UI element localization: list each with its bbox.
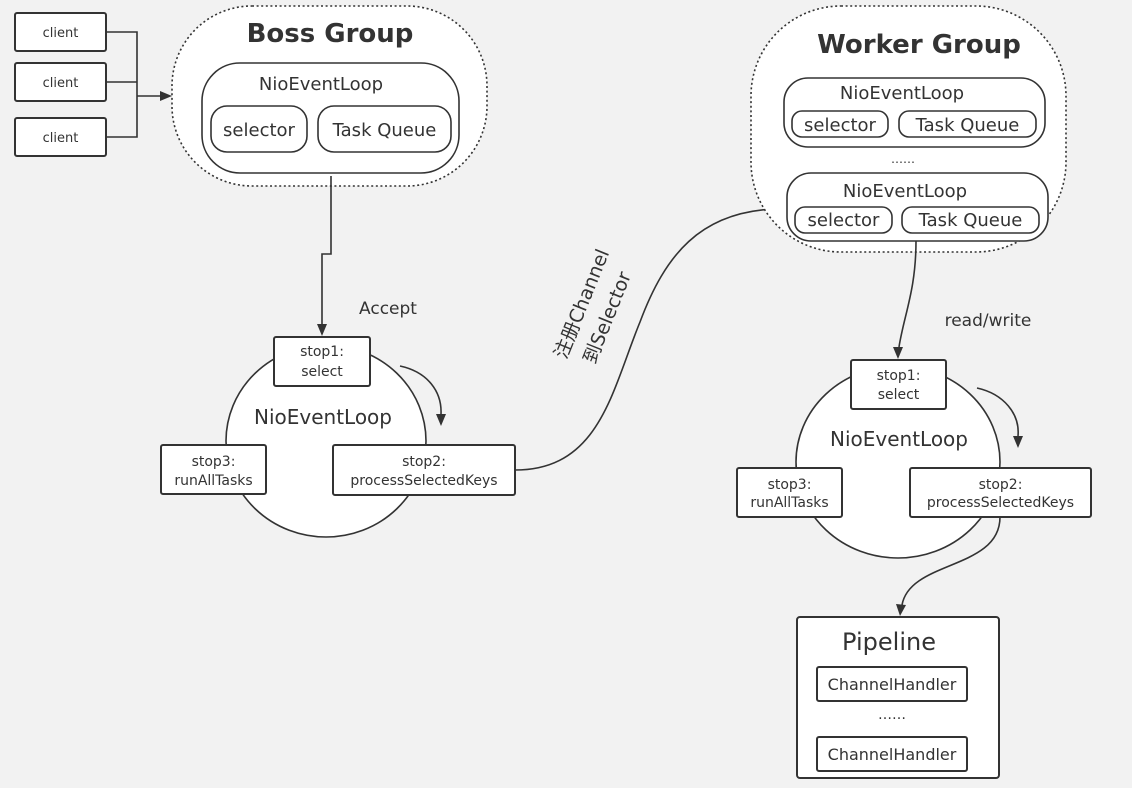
nioeventloop-label: NioEventLoop: [840, 83, 964, 104]
worker-group-title: Worker Group: [817, 30, 1021, 60]
selector-label: selector: [223, 120, 295, 141]
task-queue-label: Task Queue: [915, 115, 1020, 136]
step2-action: processSelectedKeys: [927, 495, 1074, 511]
step1-action: select: [878, 387, 920, 403]
step3-title: stop3:: [192, 454, 236, 470]
step2-title: stop2:: [402, 454, 446, 470]
worker-nioeventloop: NioEventLoop selector Task Queue: [786, 172, 1049, 242]
worker-group: Worker Group NioEventLoop selector Task …: [750, 5, 1067, 253]
client-label: client: [43, 131, 79, 146]
boss-event-loop-cycle: NioEventLoop stop1: select stop2: proces…: [160, 336, 516, 538]
selector-label: selector: [808, 210, 880, 231]
step3-action: runAllTasks: [174, 473, 252, 489]
selector-box: [210, 105, 308, 153]
step2-title: stop2:: [979, 477, 1023, 493]
step3-action: runAllTasks: [750, 495, 828, 511]
nioeventloop-label: NioEventLoop: [843, 181, 967, 202]
step2-action: processSelectedKeys: [350, 473, 497, 489]
channel-handler: ChannelHandler: [816, 666, 968, 702]
task-queue-box: [317, 105, 452, 153]
worker-nioeventloop: NioEventLoop selector Task Queue: [783, 77, 1046, 148]
client-node: client: [14, 62, 107, 102]
boss-nioeventloop: NioEventLoop selector Task Queue: [201, 62, 460, 174]
task-queue-box: [901, 206, 1040, 234]
step2-process-box: stop2: processSelectedKeys: [332, 444, 516, 496]
selector-label: selector: [804, 115, 876, 136]
selector-box: [794, 206, 893, 234]
step1-select-box: stop1: select: [850, 359, 947, 410]
channel-handler: ChannelHandler: [816, 736, 968, 772]
channel-handler-label: ChannelHandler: [828, 675, 957, 694]
register-edge: 注册Channel 到Selector: [514, 202, 787, 471]
nioeventloop-label: NioEventLoop: [254, 405, 392, 429]
step1-select-box: stop1: select: [273, 336, 371, 387]
step3-runalltasks-box: stop3: runAllTasks: [736, 467, 843, 518]
nioeventloop-label: NioEventLoop: [830, 427, 968, 451]
accept-label: Accept: [359, 299, 417, 319]
client-label: client: [43, 26, 79, 41]
task-queue-label: Task Queue: [918, 210, 1023, 231]
step2-process-box: stop2: processSelectedKeys: [909, 467, 1092, 518]
selector-box: [791, 110, 889, 138]
client-connector: [106, 31, 172, 138]
boss-group-title: Boss Group: [247, 19, 414, 49]
nioeventloop-label: NioEventLoop: [259, 74, 383, 95]
client-node: client: [14, 12, 107, 52]
worker-event-loop-cycle: NioEventLoop stop1: select stop2: proces…: [736, 359, 1092, 559]
cycle-arrow: [976, 387, 1023, 448]
client-node: client: [14, 117, 107, 157]
read-write-label: read/write: [945, 311, 1032, 331]
step1-title: stop1:: [877, 368, 921, 384]
task-queue-box: [898, 110, 1037, 138]
pipeline-ellipsis: ……: [878, 707, 906, 723]
step1-action: select: [301, 364, 343, 380]
pipeline-title: Pipeline: [842, 628, 936, 656]
pipeline-edge: [896, 516, 1001, 616]
read-write-edge: read/write: [893, 240, 1032, 359]
step1-title: stop1:: [300, 344, 344, 360]
worker-ellipsis: ……: [891, 152, 915, 166]
client-label: client: [43, 76, 79, 91]
task-queue-label: Task Queue: [332, 120, 437, 141]
cycle-arrow: [399, 365, 446, 426]
boss-group: Boss Group NioEventLoop selector Task Qu…: [171, 5, 488, 187]
accept-edge: Accept: [317, 176, 417, 336]
step3-title: stop3:: [768, 477, 812, 493]
channel-handler-label: ChannelHandler: [828, 745, 957, 764]
pipeline: Pipeline ChannelHandler …… ChannelHandle…: [796, 616, 1000, 779]
step3-runalltasks-box: stop3: runAllTasks: [160, 444, 267, 495]
